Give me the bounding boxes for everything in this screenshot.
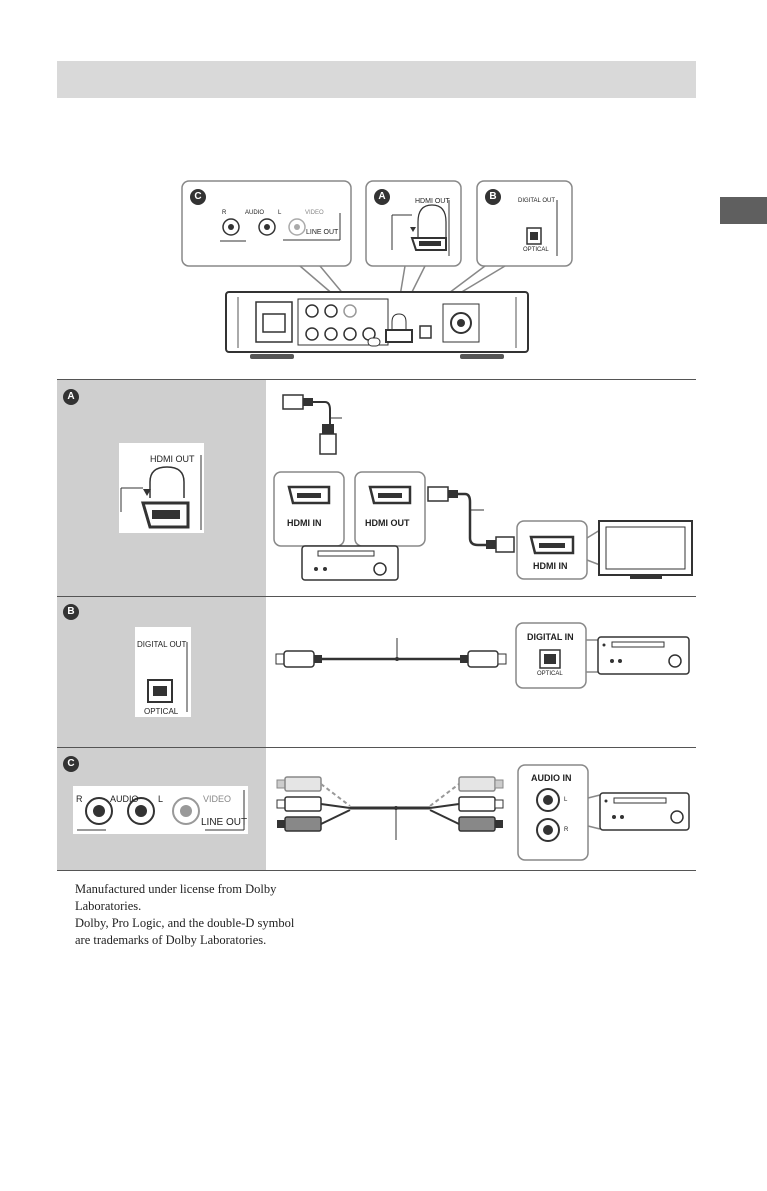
- row-divider: [57, 596, 696, 597]
- row-badge-b: B: [63, 604, 79, 620]
- footnote-line: Manufactured under license from Dolby: [75, 882, 277, 896]
- digital-in-optical-label: OPTICAL: [537, 671, 563, 677]
- callout-b-digital-out-label: DIGITAL OUT: [518, 198, 556, 204]
- footnote-line: Dolby, Pro Logic, and the double-D symbo…: [75, 916, 295, 930]
- footnote-line: Laboratories.: [75, 899, 142, 913]
- callout-a-hdmi-out-label: HDMI OUT: [415, 198, 450, 205]
- audio-in-r-label: R: [564, 827, 569, 833]
- row-c-r-label: R: [76, 794, 83, 804]
- row-divider: [57, 379, 696, 380]
- callout-badge-c: C: [190, 189, 206, 205]
- callout-c-l-label: L: [278, 210, 282, 216]
- row-c-line-out-label: LINE OUT: [201, 817, 248, 828]
- row-divider: [57, 870, 696, 871]
- audio-in-label: AUDIO IN: [531, 773, 572, 783]
- row-c-l-label: L: [158, 794, 164, 804]
- player-rear-diagram: [181, 180, 573, 359]
- receiver-hdmi-in-label: HDMI IN: [287, 518, 322, 528]
- callout-c-r-label: R: [222, 210, 227, 216]
- row-divider: [57, 747, 696, 748]
- callout-badge-b: B: [485, 189, 501, 205]
- row-c-video-label: VIDEO: [203, 794, 232, 804]
- section-title-bar: [57, 61, 696, 98]
- digital-in-label: DIGITAL IN: [527, 632, 574, 642]
- callout-b-optical-label: OPTICAL: [523, 247, 549, 253]
- row-a-hdmi-out-label: HDMI OUT: [150, 454, 195, 464]
- dolby-trademark-note: Manufactured under license from Dolby La…: [75, 881, 375, 949]
- row-badge-a: A: [63, 389, 79, 405]
- footnote-line: are trademarks of Dolby Laboratories.: [75, 933, 267, 947]
- callout-c-audio-label: AUDIO: [245, 210, 265, 216]
- callout-c-video-label: VIDEO: [305, 210, 324, 216]
- callout-badge-a: A: [374, 189, 390, 205]
- callout-c-line-out-label: LINE OUT: [306, 229, 339, 236]
- row-b-optical-label: OPTICAL: [144, 707, 179, 716]
- chapter-tab: [720, 197, 767, 224]
- receiver-hdmi-out-label: HDMI OUT: [365, 518, 410, 528]
- audio-in-l-label: L: [564, 797, 568, 803]
- row-c-audio-label: AUDIO: [110, 794, 139, 804]
- row-b-digital-out-label: DIGITAL OUT: [137, 640, 187, 649]
- row-badge-c: C: [63, 756, 79, 772]
- tv-hdmi-in-label: HDMI IN: [533, 561, 568, 571]
